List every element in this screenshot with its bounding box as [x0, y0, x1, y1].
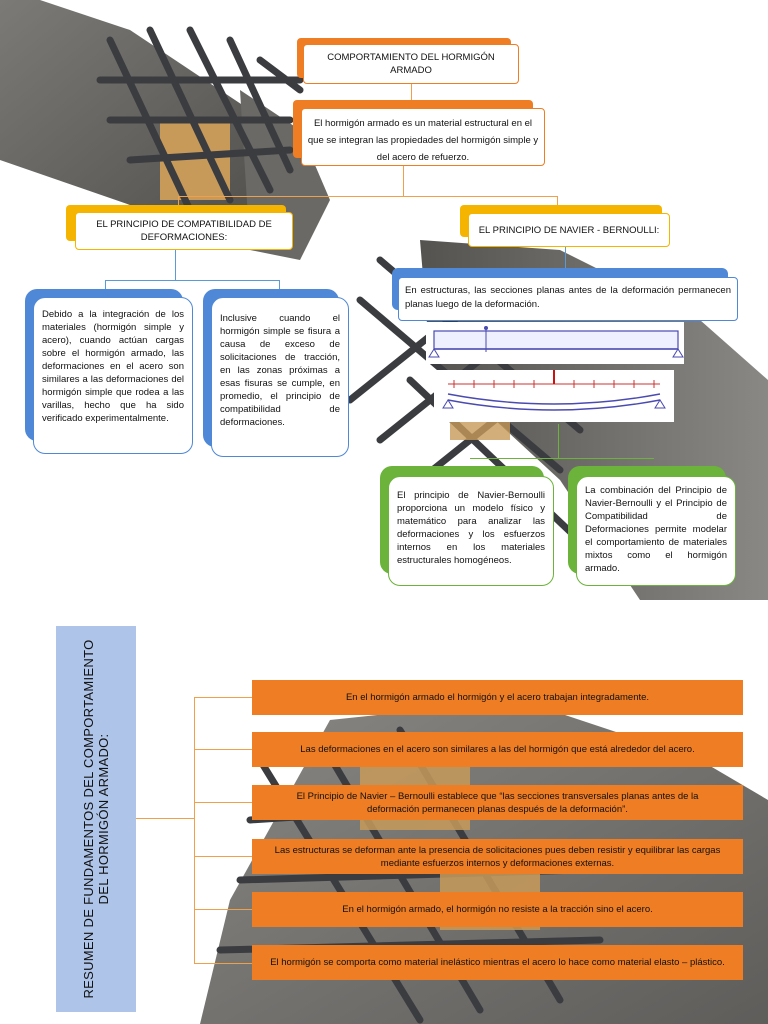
navier-box-1-text: El principio de Navier-Bernoulli proporc… [397, 490, 545, 566]
summary-item-text: En el hormigón armado, el hormigón no re… [342, 904, 653, 915]
compatibility-box-2: Inclusive cuando el hormigón simple se f… [211, 297, 349, 457]
summary-item-text: El hormigón se comporta como material in… [270, 957, 725, 968]
connector [470, 458, 654, 459]
connector [194, 963, 252, 964]
diagram-title-text: COMPORTAMIENTO DEL HORMIGÓN ARMADO [327, 52, 495, 76]
connector [411, 84, 412, 100]
compatibility-box-1: Debido a la integración de los materiale… [33, 297, 193, 454]
compatibility-heading: EL PRINCIPIO DE COMPATIBILIDAD DE DEFORM… [75, 212, 293, 250]
summary-title-ribbon: RESUMEN DE FUNDAMENTOS DEL COMPORTAMIENT… [56, 626, 136, 1012]
compatibility-box-1-text: Debido a la integración de los materiale… [42, 309, 184, 424]
definition-box: El hormigón armado es un material estruc… [301, 108, 545, 166]
connector [403, 166, 404, 196]
connector [558, 424, 559, 458]
summary-item-text: Las estructuras se deforman ante la pres… [274, 844, 721, 869]
beam-before-deformation-diagram [426, 322, 684, 364]
summary-item-5: En el hormigón armado, el hormigón no re… [252, 892, 743, 927]
summary-item-text: En el hormigón armado el hormigón y el a… [345, 692, 650, 703]
connector [178, 196, 179, 208]
connector [565, 247, 566, 269]
connector [175, 250, 176, 280]
connector [279, 280, 280, 290]
connector [194, 697, 252, 698]
connector [194, 749, 252, 750]
navier-box-1: El principio de Navier-Bernoulli proporc… [388, 476, 554, 586]
navier-box-2: La combinación del Principio de Navier-B… [576, 476, 736, 586]
connector [136, 818, 194, 819]
compatibility-heading-text: EL PRINCIPIO DE COMPATIBILIDAD DE DEFORM… [96, 219, 272, 243]
connector [105, 280, 280, 281]
definition-text: El hormigón armado es un material estruc… [307, 118, 539, 163]
connector [105, 280, 106, 290]
summary-item-1: En el hormigón armado el hormigón y el a… [252, 680, 743, 715]
connector [194, 909, 252, 910]
navier-bernoulli-heading: EL PRINCIPIO DE NAVIER - BERNOULLI: [468, 213, 670, 247]
summary-item-4: Las estructuras se deforman ante la pres… [252, 839, 743, 874]
beam-after-deformation-diagram [434, 370, 674, 422]
summary-item-6: El hormigón se comporta como material in… [252, 945, 743, 980]
summary-item-text: Las deformaciones en el acero son simila… [300, 744, 695, 755]
summary-item-3: El Principio de Navier – Bernoulli estab… [252, 785, 743, 820]
connector [557, 196, 558, 206]
connector [194, 856, 252, 857]
diagram-title: COMPORTAMIENTO DEL HORMIGÓN ARMADO [303, 44, 519, 84]
navier-statement-text: En estructuras, las secciones planas ant… [405, 285, 731, 310]
navier-box-2-text: La combinación del Principio de Navier-B… [585, 485, 727, 574]
summary-item-2: Las deformaciones en el acero son simila… [252, 732, 743, 767]
navier-bernoulli-heading-text: EL PRINCIPIO DE NAVIER - BERNOULLI: [478, 224, 660, 236]
connector [194, 697, 195, 963]
connector [194, 802, 252, 803]
navier-statement: En estructuras, las secciones planas ant… [398, 277, 738, 321]
summary-title: RESUMEN DE FUNDAMENTOS DEL COMPORTAMIENT… [81, 639, 111, 999]
connector [178, 196, 558, 197]
compatibility-box-2-text: Inclusive cuando el hormigón simple se f… [220, 313, 340, 428]
summary-item-text: El Principio de Navier – Bernoulli estab… [296, 790, 699, 815]
